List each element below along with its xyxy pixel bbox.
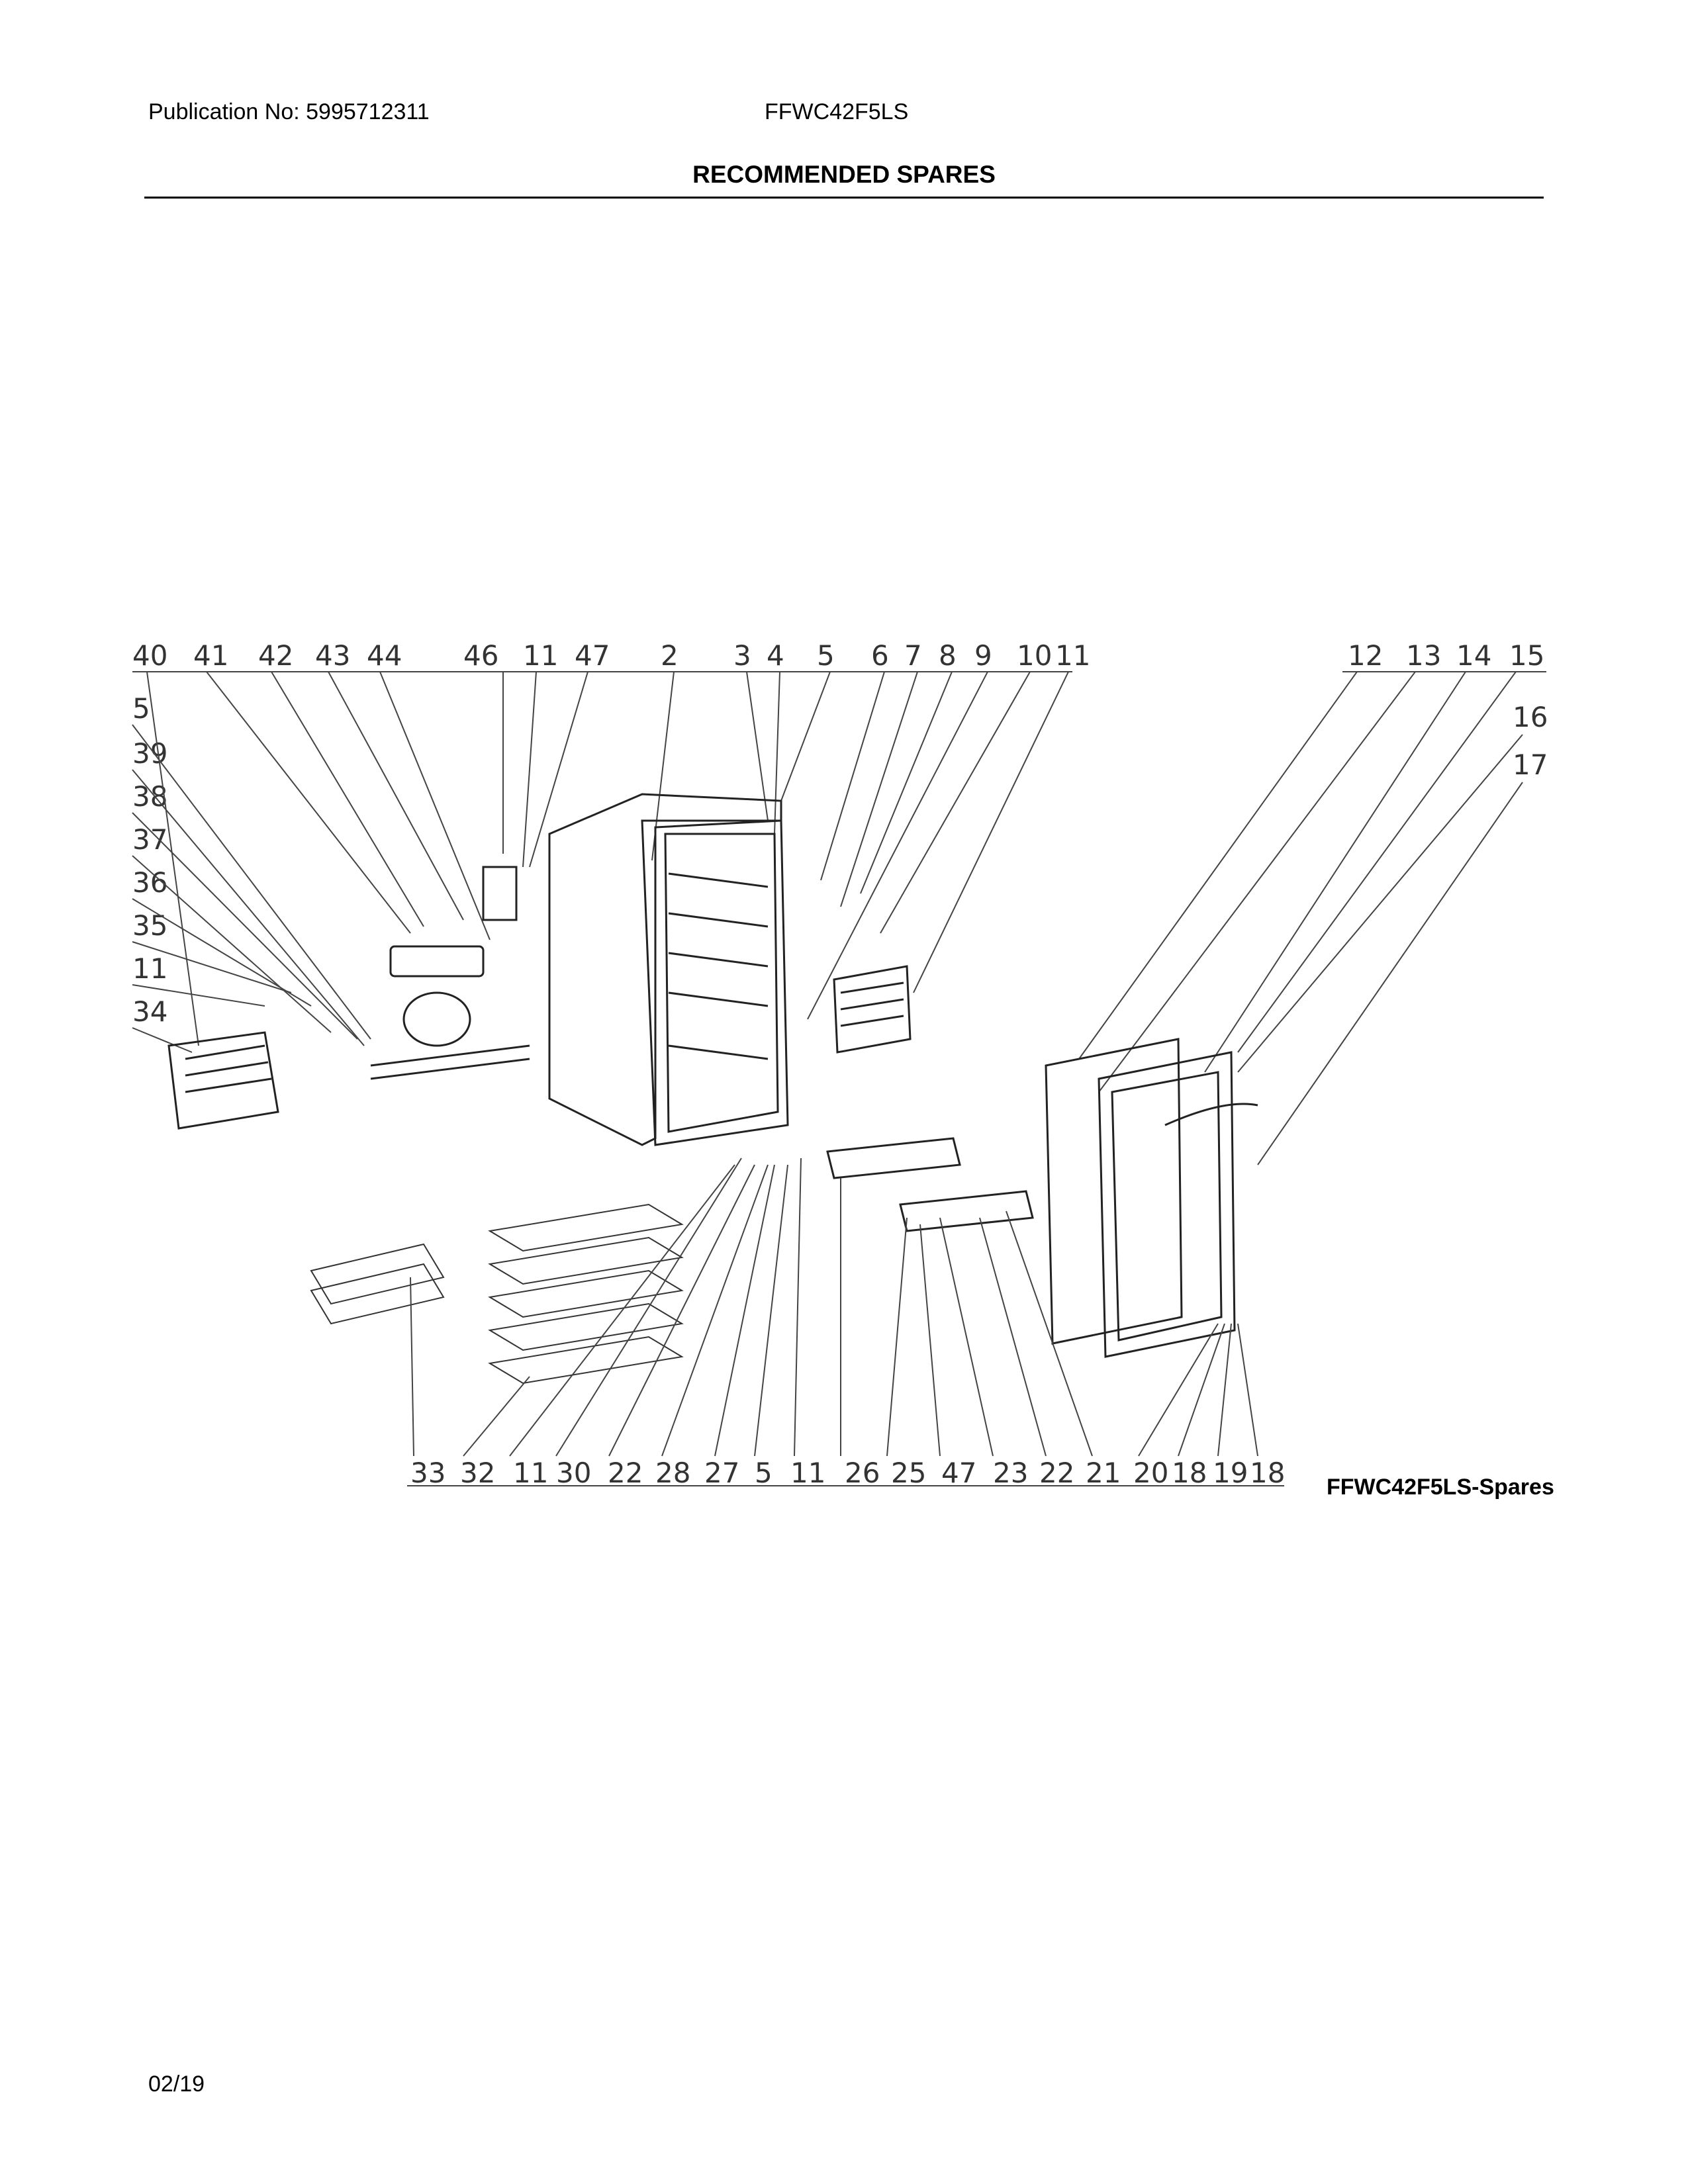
callout-left: 5: [132, 692, 150, 725]
callout-bottom: 22: [1039, 1457, 1074, 1489]
callout-bottom: 47: [941, 1457, 976, 1489]
publication-number: Publication No: 5995712311: [148, 99, 430, 124]
callout-top: 2: [661, 639, 679, 672]
callout-top: 3: [733, 639, 751, 672]
compressor-assembly: [370, 866, 530, 1080]
callout-bottom: 26: [845, 1457, 880, 1489]
callout-bottom: 28: [655, 1457, 690, 1489]
callout-bottom: 27: [704, 1457, 739, 1489]
header-rule: [144, 197, 1544, 199]
callout-bottom: 23: [993, 1457, 1028, 1489]
footer-date: 02/19: [148, 2071, 205, 2097]
callout-top: 8: [939, 639, 957, 672]
callout-top: 9: [974, 639, 992, 672]
callout-left: 35: [132, 909, 167, 942]
callout-right: 17: [1513, 749, 1548, 781]
callout-left: 11: [132, 952, 167, 985]
callout-bottom: 30: [556, 1457, 591, 1489]
callout-bottom: 19: [1213, 1457, 1248, 1489]
callout-bottom: 11: [513, 1457, 548, 1489]
control-panel: [826, 1137, 1034, 1232]
callout-top: 11: [1055, 639, 1090, 672]
top-callouts: 40 41 42 43 44 46 11 47 2 3 4 5 6 7 8 9 …: [132, 639, 1544, 672]
callout-left: 34: [132, 995, 167, 1028]
callout-right: 16: [1513, 701, 1548, 733]
callout-top: 42: [258, 639, 293, 672]
callout-top: 46: [463, 639, 498, 672]
callout-top: 13: [1406, 639, 1441, 672]
exploded-parts-diagram: 40 41 42 43 44 46 11 47 2 3 4 5 6 7 8 9 …: [132, 639, 1548, 1489]
callout-top: 43: [315, 639, 350, 672]
callout-top: 7: [904, 639, 922, 672]
bottom-callouts: 33 32 11 30 22 28 27 5 11 26 25 47 23 22…: [410, 1457, 1285, 1489]
right-callouts: 16 17: [1513, 701, 1548, 781]
page-title: RECOMMENDED SPARES: [692, 161, 996, 188]
diagram-caption: FFWC42F5LS-Spares: [1327, 1475, 1554, 1500]
callout-top: 44: [367, 639, 402, 672]
callout-top: 40: [132, 639, 167, 672]
callout-bottom: 5: [755, 1457, 773, 1489]
callout-top: 12: [1348, 639, 1383, 672]
callout-top: 5: [817, 639, 835, 672]
back-panel: [167, 1031, 279, 1130]
wire-racks: [310, 1203, 684, 1385]
callout-bottom: 32: [460, 1457, 495, 1489]
callout-top: 6: [871, 639, 889, 672]
callout-top: 11: [523, 639, 558, 672]
callout-top: 41: [193, 639, 228, 672]
callout-top: 4: [767, 639, 784, 672]
leader-lines: [132, 671, 1523, 1165]
callout-top: 47: [575, 639, 610, 672]
callout-left: 38: [132, 780, 167, 813]
cabinet: [548, 793, 789, 1146]
callout-bottom: 33: [410, 1457, 445, 1489]
left-callouts: 5 39 38 37 36 35 11 34: [132, 692, 167, 1028]
callout-bottom: 18: [1250, 1457, 1285, 1489]
callout-top: 10: [1017, 639, 1052, 672]
callout-bottom: 21: [1086, 1457, 1121, 1489]
callout-bottom: 20: [1133, 1457, 1168, 1489]
bottom-leaders: [407, 1158, 1284, 1486]
door: [1045, 1038, 1258, 1358]
callout-top: 14: [1456, 639, 1491, 672]
callout-bottom: 11: [790, 1457, 825, 1489]
model-number: FFWC42F5LS: [765, 99, 909, 124]
callout-top: 15: [1509, 639, 1544, 672]
callout-bottom: 25: [891, 1457, 926, 1489]
evaporator: [833, 965, 912, 1054]
callout-bottom: 22: [608, 1457, 643, 1489]
callout-bottom: 18: [1172, 1457, 1207, 1489]
callout-left: 37: [132, 823, 167, 856]
